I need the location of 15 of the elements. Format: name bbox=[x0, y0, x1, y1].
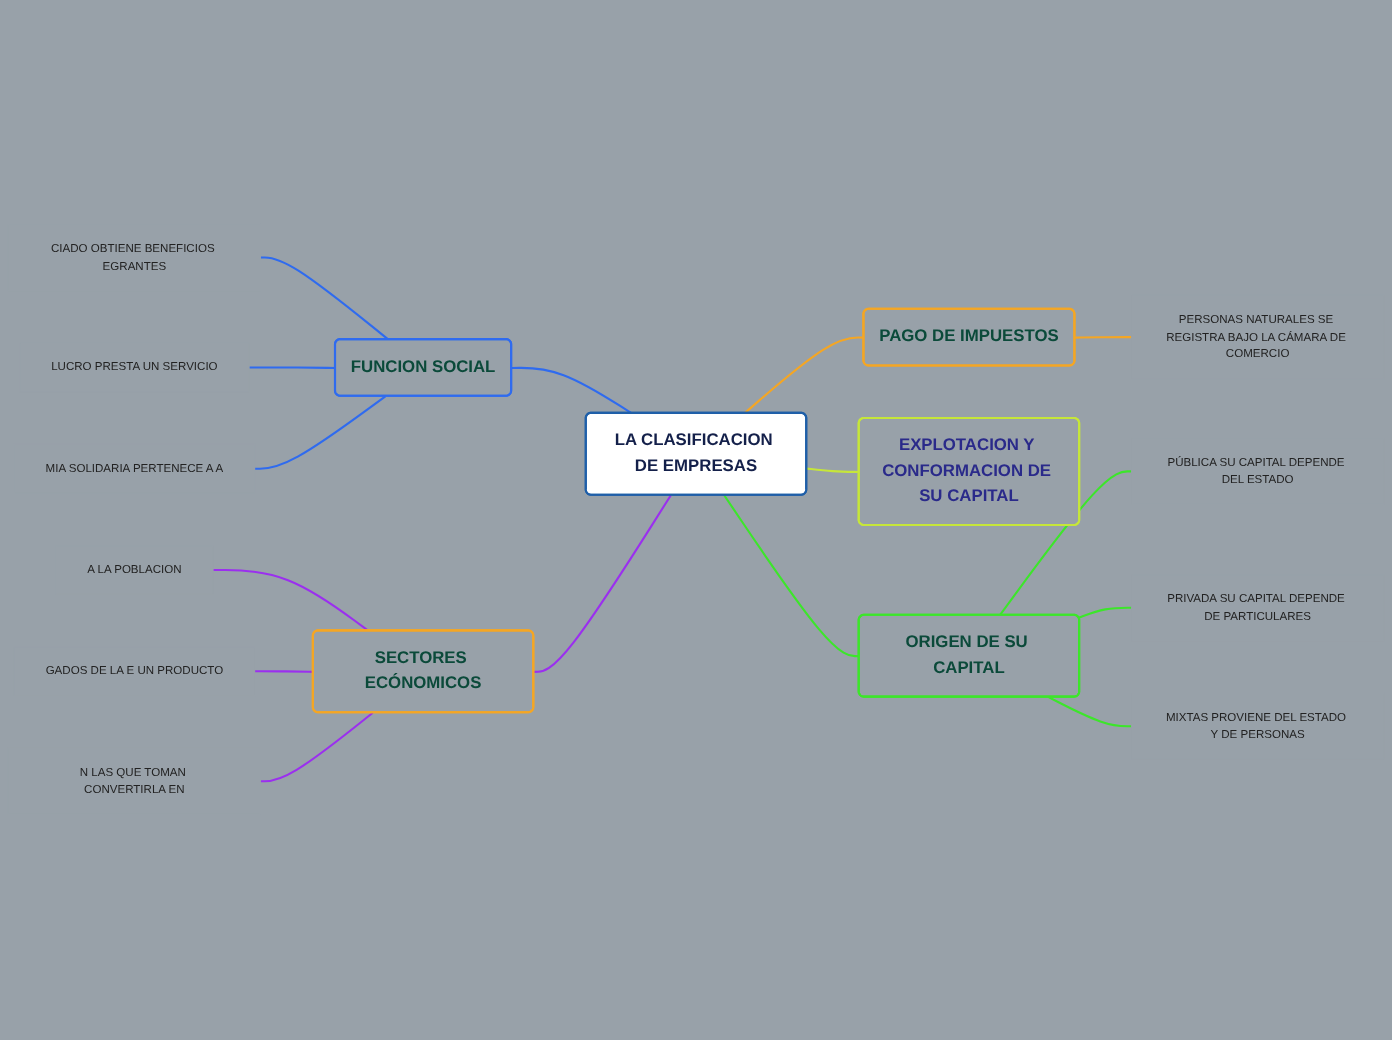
connector bbox=[806, 468, 860, 474]
connector bbox=[213, 569, 370, 633]
connector bbox=[249, 367, 336, 370]
connector bbox=[533, 495, 672, 674]
connector bbox=[1078, 607, 1132, 620]
connector bbox=[511, 367, 633, 415]
connector bbox=[254, 396, 387, 471]
connector bbox=[260, 257, 390, 342]
connector bbox=[723, 495, 860, 658]
connector bbox=[260, 712, 374, 783]
connector bbox=[1048, 696, 1132, 728]
connector bbox=[998, 470, 1132, 617]
connector bbox=[1074, 336, 1132, 340]
connector bbox=[743, 337, 864, 415]
connector bbox=[254, 670, 314, 674]
